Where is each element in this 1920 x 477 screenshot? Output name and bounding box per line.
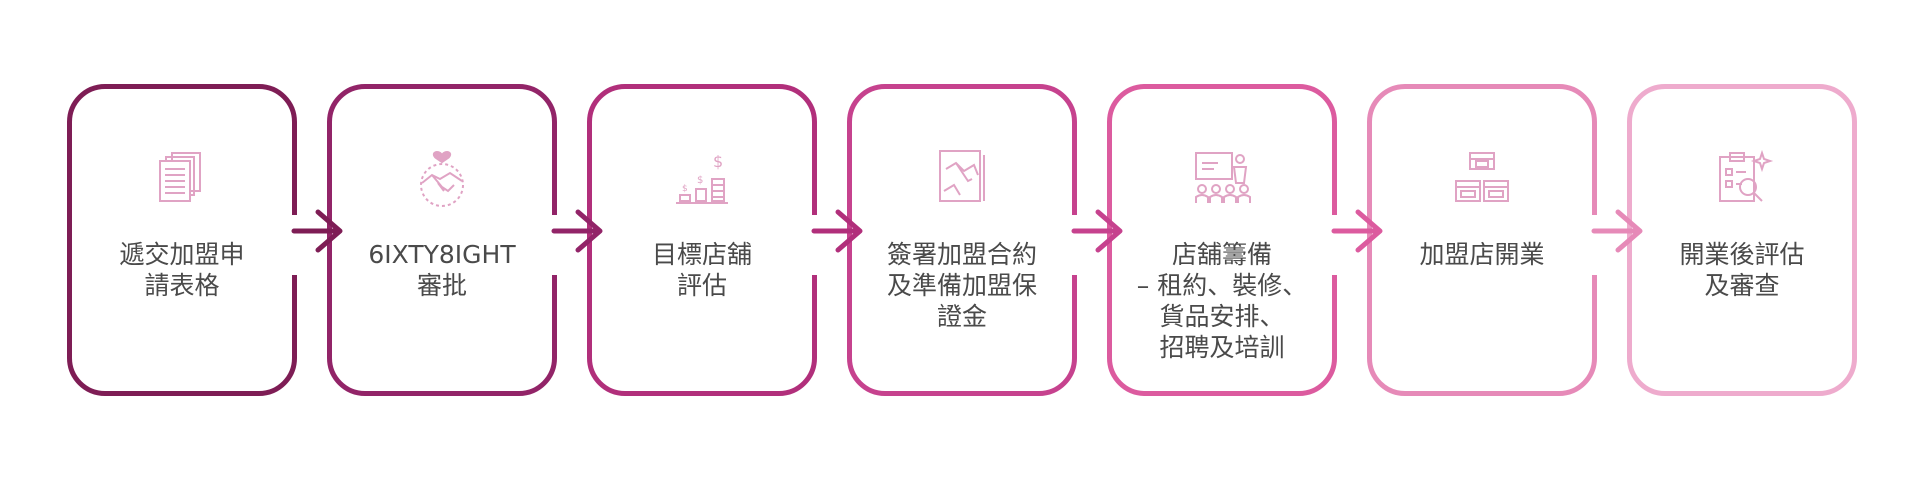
arrow-6-icon xyxy=(1591,209,1643,253)
svg-text:$: $ xyxy=(713,152,723,171)
arrow-5-icon xyxy=(1331,209,1383,253)
step-4-sign-contract: 簽署加盟合約 及準備加盟保 證金 xyxy=(847,84,1083,396)
money-growth-icon: $ $ $ xyxy=(676,152,728,204)
handshake-heart-icon xyxy=(420,151,464,207)
shop-opening-icon xyxy=(1455,152,1509,202)
arrow-1-icon xyxy=(291,209,343,253)
step-label: 店舖籌備 – 租約、裝修、 貨品安排、 招聘及培訓 xyxy=(1136,240,1308,362)
svg-text:$: $ xyxy=(697,175,703,186)
arrow-2-icon xyxy=(551,209,603,253)
step-label: 目標店舖 評估 xyxy=(651,240,752,300)
clipboard-review-icon xyxy=(1719,149,1774,202)
step-7-post-opening-review: 開業後評估 及審查 xyxy=(1627,84,1857,396)
presentation-training-icon xyxy=(1195,152,1251,203)
step-label: 6IXTY8IGHT 審批 xyxy=(368,240,516,300)
svg-text:$: $ xyxy=(682,184,688,194)
documents-icon xyxy=(159,152,201,202)
step-label: 簽署加盟合約 及準備加盟保 證金 xyxy=(886,240,1037,331)
step-label: 加盟店開業 xyxy=(1419,240,1545,269)
step-label: 遞交加盟申 請表格 xyxy=(119,240,245,300)
step-2-approval: 6IXTY8IGHT 審批 xyxy=(327,84,563,396)
step-3-store-assessment: $ $ $ 目標店舖 評估 xyxy=(587,84,823,396)
signed-contract-icon xyxy=(939,150,985,202)
step-1-submit-application: 遞交加盟申 請表格 xyxy=(67,84,303,396)
step-5-store-preparation: 店舖籌備 – 租約、裝修、 貨品安排、 招聘及培訓 xyxy=(1107,84,1343,396)
arrow-4-icon xyxy=(1071,209,1123,253)
step-6-store-opening: 加盟店開業 xyxy=(1367,84,1603,396)
step-label: 開業後評估 及審查 xyxy=(1679,240,1805,300)
arrow-3-icon xyxy=(811,209,863,253)
